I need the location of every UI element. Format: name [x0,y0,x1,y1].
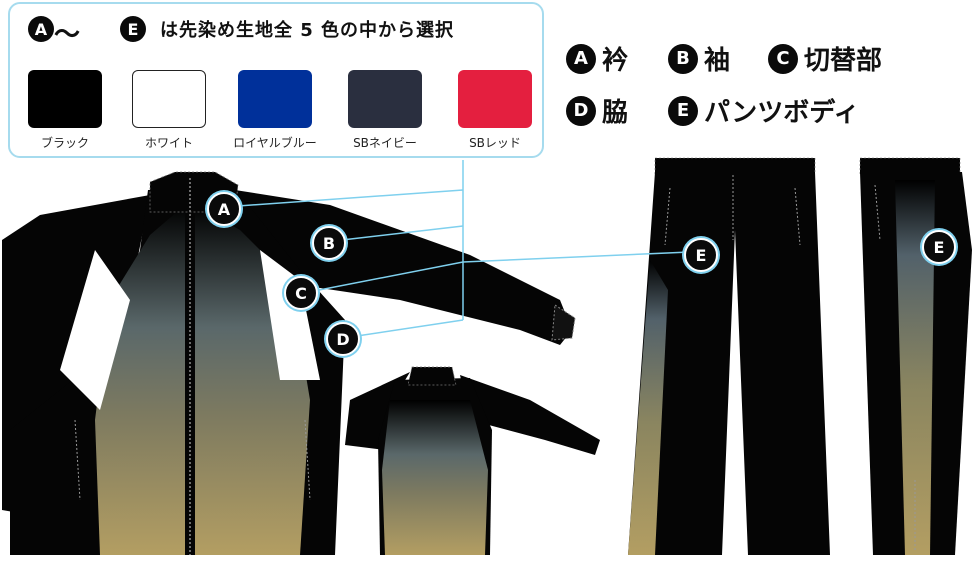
pants-side-stripe [895,180,935,555]
swatch-label-white: ホワイト [144,136,193,150]
pants-front-left-stripe [628,260,668,555]
legend-sleeve: B 袖 [668,40,730,77]
jacket-left-pocket [74,419,81,501]
swatch-label-sb-red: SBレッド [469,136,521,150]
callout-badge-e-front: E [684,238,718,272]
legend-pants-body: E パンツボディ [668,92,859,129]
pants-front-right-pocket [794,187,801,246]
pants-front-body [628,172,830,555]
legend-badge-d: D [566,95,596,126]
color-selection-panel: A 〜 E は先染め生地全 5 色の中から選択 ブラック ホワイト ロイヤルブル… [8,2,544,158]
legend-badge-a: A [566,43,596,74]
legend-badge-e: E [668,95,698,126]
pants-side [859,157,972,555]
panel-title: は先染め生地全 5 色の中から選択 [160,20,455,41]
callout-line-c [313,261,464,292]
jacket-back-right-sleeve [460,375,600,455]
swatch-sb-red [458,70,532,128]
legend-text-sleeve: 袖 [704,46,731,76]
legend-collar: A 衿 [566,40,628,77]
badge-range-to: E [120,16,146,42]
legend-side: D 脇 [566,92,628,129]
callout-line-b [341,225,464,241]
swatch-label-black: ブラック [40,136,89,150]
callout-line-e [462,251,691,263]
jacket-back-small [345,366,600,555]
pants-front [628,157,830,555]
swatch-black [28,70,102,128]
pants-front-left-pocket [664,187,671,246]
callout-badge-d: D [326,322,360,356]
swatch-white [132,70,206,128]
legend-panel: C 切替部 [768,40,882,77]
swatch-sb-navy [348,70,422,128]
legend-text-pants-body: パンツボディ [704,98,860,128]
swatch-royal-blue [238,70,312,128]
callout-line-d [356,319,464,337]
jacket-back-panel [382,400,488,555]
legend-badge-c: C [768,43,798,74]
pants-side-waistband [859,157,961,175]
callout-badge-a: A [207,192,241,226]
legend-text-collar: 衿 [602,46,629,76]
callout-badge-e-side: E [922,230,956,264]
badge-range-from: A [28,16,54,42]
swatch-label-sb-navy: SBネイビー [353,136,417,150]
range-separator: 〜 [54,20,81,50]
jacket-right-cuff [551,304,576,341]
swatch-label-royal-blue: ロイヤルブルー [233,136,317,150]
jacket-left-side-insert [60,250,130,410]
pants-front-waistband [654,157,816,175]
callout-badge-b: B [312,226,346,260]
callout-lines [237,160,691,337]
callout-badge-c: C [284,276,318,310]
jacket-back-collar [407,366,457,386]
pants-side-pocket [874,184,881,241]
jacket-right-pocket [304,419,311,501]
legend-text-panel: 切替部 [804,46,883,76]
legend-text-side: 脇 [602,98,629,128]
jacket-right-side-insert [260,250,320,380]
legend-badge-b: B [668,43,698,74]
callout-line-a [237,189,464,207]
